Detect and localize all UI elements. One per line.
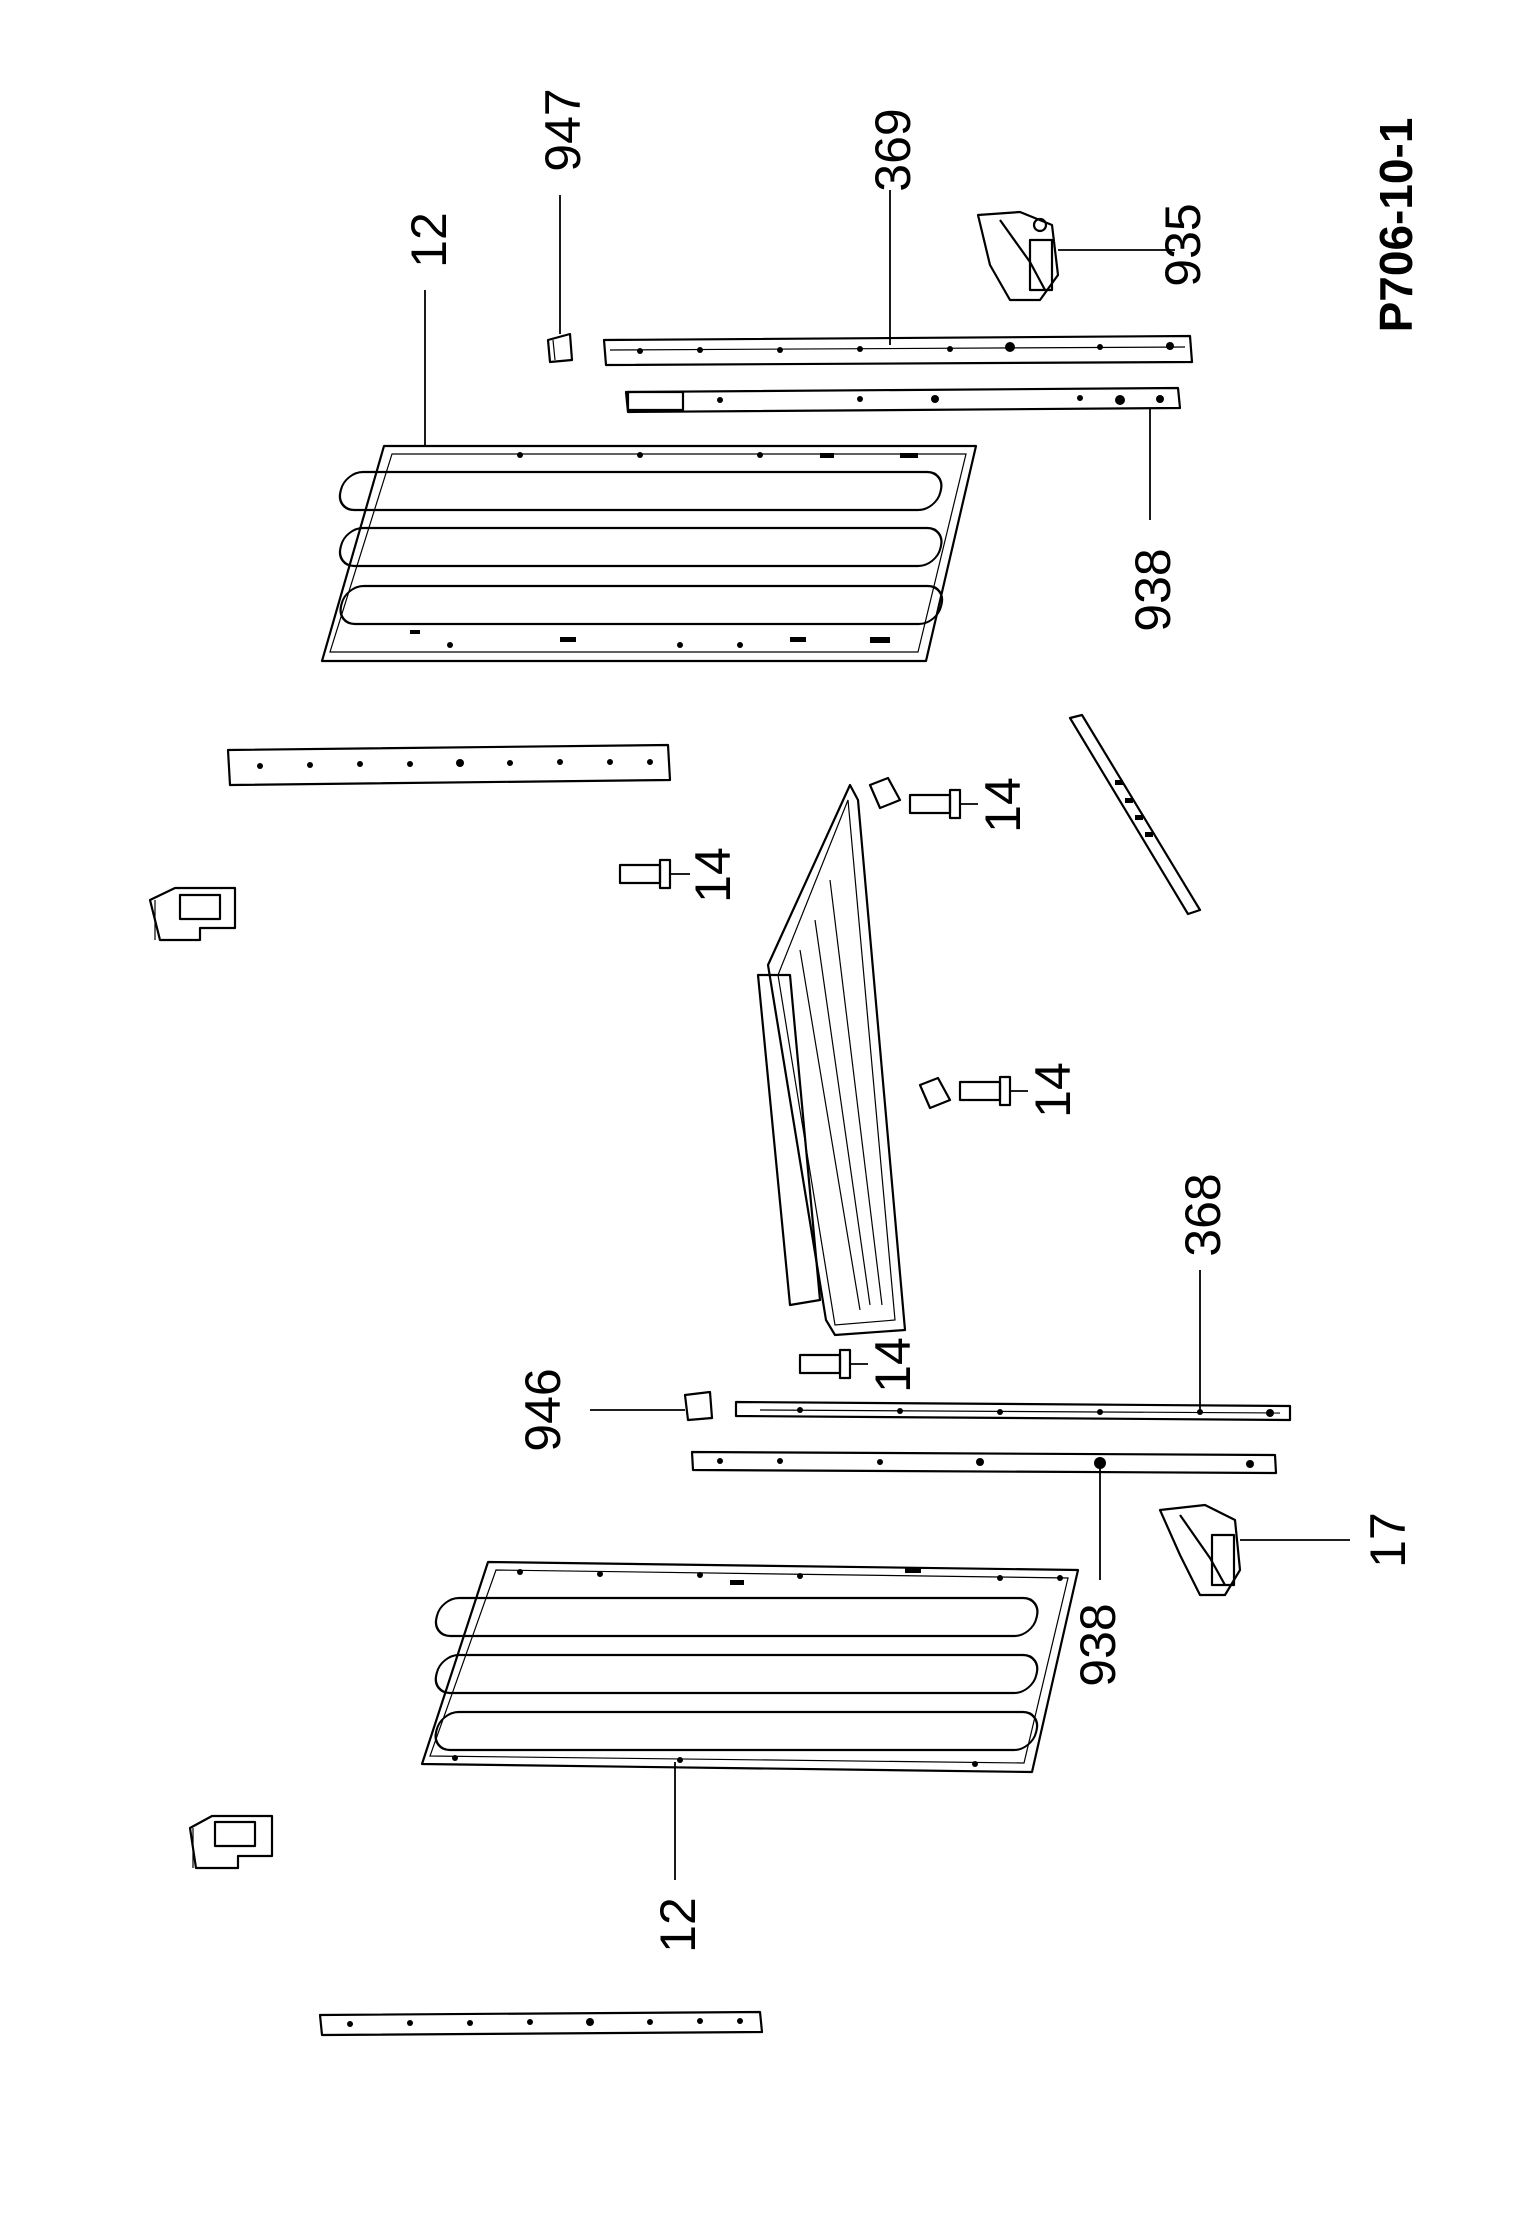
nut-c xyxy=(918,1076,952,1110)
base-tray xyxy=(756,783,907,1337)
nut-b xyxy=(868,776,902,810)
label-938-bottom: 938 xyxy=(1070,1603,1126,1686)
hinge-upper xyxy=(148,886,237,942)
label-947: 947 xyxy=(535,88,591,171)
label-946: 946 xyxy=(515,1368,571,1451)
label-12-top: 12 xyxy=(401,212,457,268)
hinge-lower xyxy=(188,1814,274,1870)
rail-938-lower xyxy=(690,1450,1278,1475)
bar-right xyxy=(1068,713,1202,916)
label-935: 935 xyxy=(1155,203,1211,286)
screw-14-b xyxy=(908,788,962,820)
clip-947 xyxy=(546,332,574,364)
label-938-top: 938 xyxy=(1125,548,1181,631)
label-14-b: 14 xyxy=(975,777,1031,833)
label-17: 17 xyxy=(1360,1512,1416,1568)
strip-lower xyxy=(318,2010,764,2037)
bracket-17 xyxy=(1158,1503,1242,1597)
screw-14-c xyxy=(958,1075,1012,1107)
label-368: 368 xyxy=(1175,1173,1231,1256)
label-14-a: 14 xyxy=(685,847,741,903)
strip-upper xyxy=(226,743,672,787)
rail-938-upper xyxy=(624,386,1182,414)
drawing-code: P706-10-1 xyxy=(1370,118,1422,333)
label-14-d: 14 xyxy=(865,1337,921,1393)
label-12-bottom: 12 xyxy=(650,1897,706,1953)
rail-368 xyxy=(734,1400,1292,1422)
rail-369 xyxy=(602,334,1194,367)
side-panel-lower xyxy=(420,1560,1080,1774)
side-panel-upper xyxy=(320,444,978,663)
label-14-c: 14 xyxy=(1025,1062,1081,1118)
clip-946 xyxy=(683,1390,714,1422)
screw-14-d xyxy=(798,1348,852,1380)
bracket-935 xyxy=(976,210,1060,302)
screw-14-a xyxy=(618,858,672,890)
label-369: 369 xyxy=(865,108,921,191)
